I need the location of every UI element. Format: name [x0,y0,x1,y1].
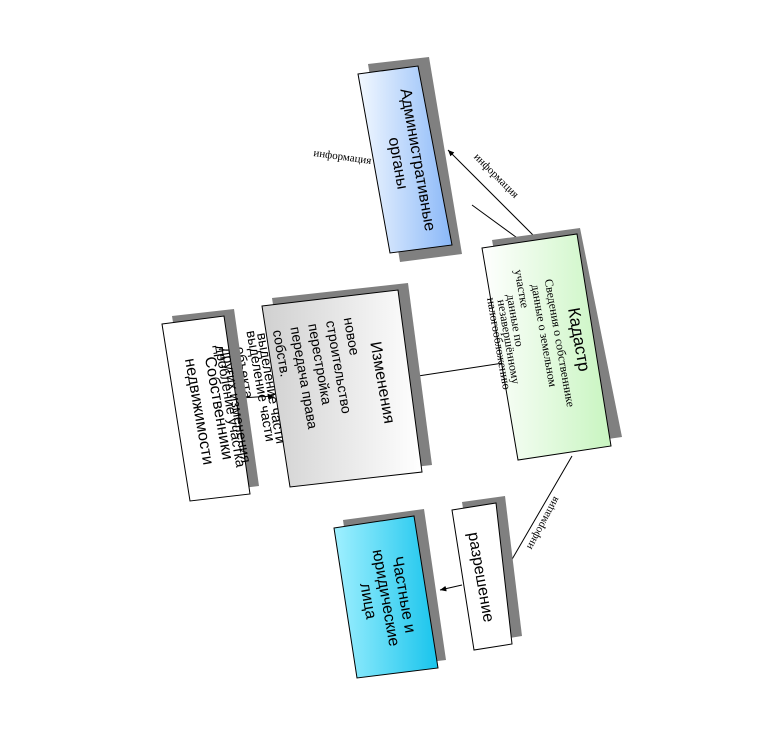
node-permit-box [451,502,513,651]
node-cadastre-box [481,233,612,461]
node-private-box [333,515,439,679]
edge-admin-to-cadastre [471,204,521,241]
edge-cadastre-to-admin [447,149,539,241]
edge-cadastre-private-label: информация [523,494,561,551]
node-cadastre: Кадастр Сведения о собственнике данные о… [471,151,622,461]
node-changes: Изменения новое строительство перестройк… [221,283,432,488]
node-changes-item-1: новое [341,316,363,357]
node-private: Частные и юридические лица [333,509,446,679]
node-private-label-3: лица [356,582,379,621]
node-cadastre-detail-3: участке [512,268,533,309]
node-admin: Административные органы информация [313,57,462,262]
edges [239,149,573,592]
edge-changes-to-cadastre [404,360,511,379]
edge-permit-to-private [439,584,463,592]
edge-cadastre-admin-label: информация [471,151,521,201]
edge-admin-info-label: информация [313,147,372,167]
node-permit: разрешение информация [451,494,561,651]
node-changes-box [261,289,423,488]
node-admin-box [357,65,453,254]
node-owners-box [161,315,251,502]
node-owners: Собственники недвижимости других изменен… [161,309,259,502]
